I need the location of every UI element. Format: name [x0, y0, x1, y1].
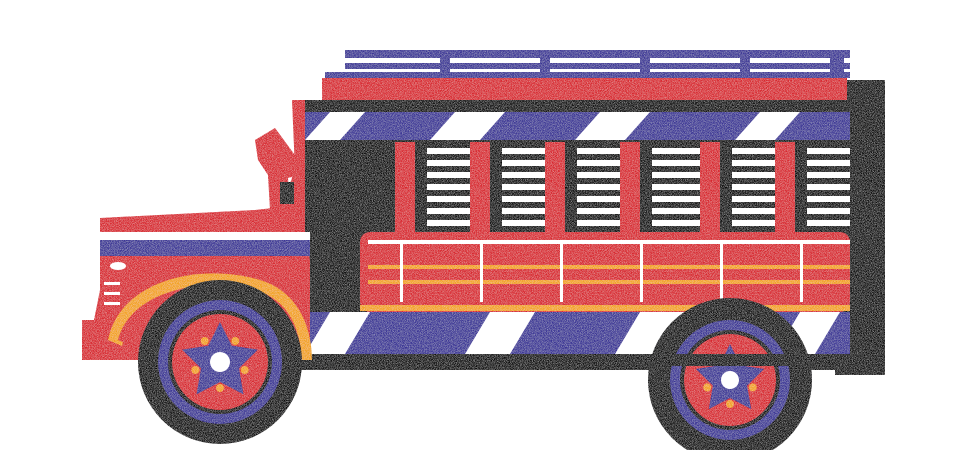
roof-rack — [325, 50, 850, 78]
lug-nut — [703, 383, 712, 392]
window-pillar-shadow — [415, 142, 427, 232]
rack-post-1 — [440, 55, 450, 77]
panel-rail-low2 — [368, 280, 850, 284]
rack-post-5 — [830, 50, 844, 78]
panel-post — [560, 240, 563, 302]
window-area — [395, 142, 850, 232]
rack-rail-low — [325, 72, 850, 78]
stripe — [575, 112, 650, 140]
rack-post-3 — [640, 55, 650, 77]
lug-nut — [726, 400, 734, 408]
grille-line — [104, 302, 120, 305]
window-pillar-shadow — [565, 142, 577, 232]
lug-nuts — [191, 337, 249, 392]
window-pillar — [620, 142, 640, 232]
panel-post — [800, 240, 803, 302]
front-bumper — [82, 320, 106, 360]
mirror-mount — [280, 182, 294, 204]
window-pillar-shadow — [720, 142, 732, 232]
stripe — [465, 312, 535, 354]
hood-white-stripe — [100, 232, 310, 240]
lower-band-stripes — [305, 312, 840, 354]
window-pillar — [470, 142, 490, 232]
roof-red — [322, 78, 847, 100]
front-wheel — [138, 280, 302, 444]
headlight — [110, 262, 126, 270]
rack-rail-top — [345, 50, 850, 58]
lug-nut — [231, 337, 240, 345]
rack-post-4 — [740, 55, 750, 77]
grille-line — [104, 282, 120, 285]
panel-base-stripe — [360, 305, 850, 311]
panel-rail-top — [368, 240, 850, 244]
upper-band-stripes — [305, 112, 800, 140]
window-pillars — [395, 142, 807, 232]
window-pillar-shadow — [640, 142, 652, 232]
window-pillar-shadow — [490, 142, 502, 232]
hub-cap — [210, 352, 230, 372]
lug-nut — [191, 366, 200, 374]
panel-post — [720, 240, 723, 302]
bus-group — [82, 50, 885, 454]
window-pillar-shadow — [795, 142, 807, 232]
hood-blue-stripe — [100, 240, 310, 256]
grille-line — [104, 292, 120, 295]
lug-nut — [240, 366, 249, 374]
lug-nut — [748, 383, 757, 392]
stripe — [430, 112, 505, 140]
panel-posts — [400, 240, 803, 302]
rack-rail-mid — [345, 63, 850, 69]
window-pillar — [700, 142, 720, 232]
stripe — [735, 112, 800, 140]
stripe — [305, 112, 365, 140]
hub-cap — [721, 371, 739, 389]
window-pillar — [775, 142, 795, 232]
stripe — [305, 312, 370, 354]
panel-post — [400, 240, 403, 302]
panel-post — [640, 240, 643, 302]
hood-grille-lines — [104, 282, 120, 305]
window-pillar — [545, 142, 565, 232]
lug-nut — [200, 337, 209, 345]
lug-nut — [216, 384, 224, 392]
wheel-well-cover — [630, 354, 850, 366]
roof-black — [300, 100, 850, 112]
window-pillar — [395, 142, 415, 232]
panel-post — [480, 240, 483, 302]
rack-post-2 — [540, 55, 550, 77]
panel-rail-low — [368, 265, 850, 269]
